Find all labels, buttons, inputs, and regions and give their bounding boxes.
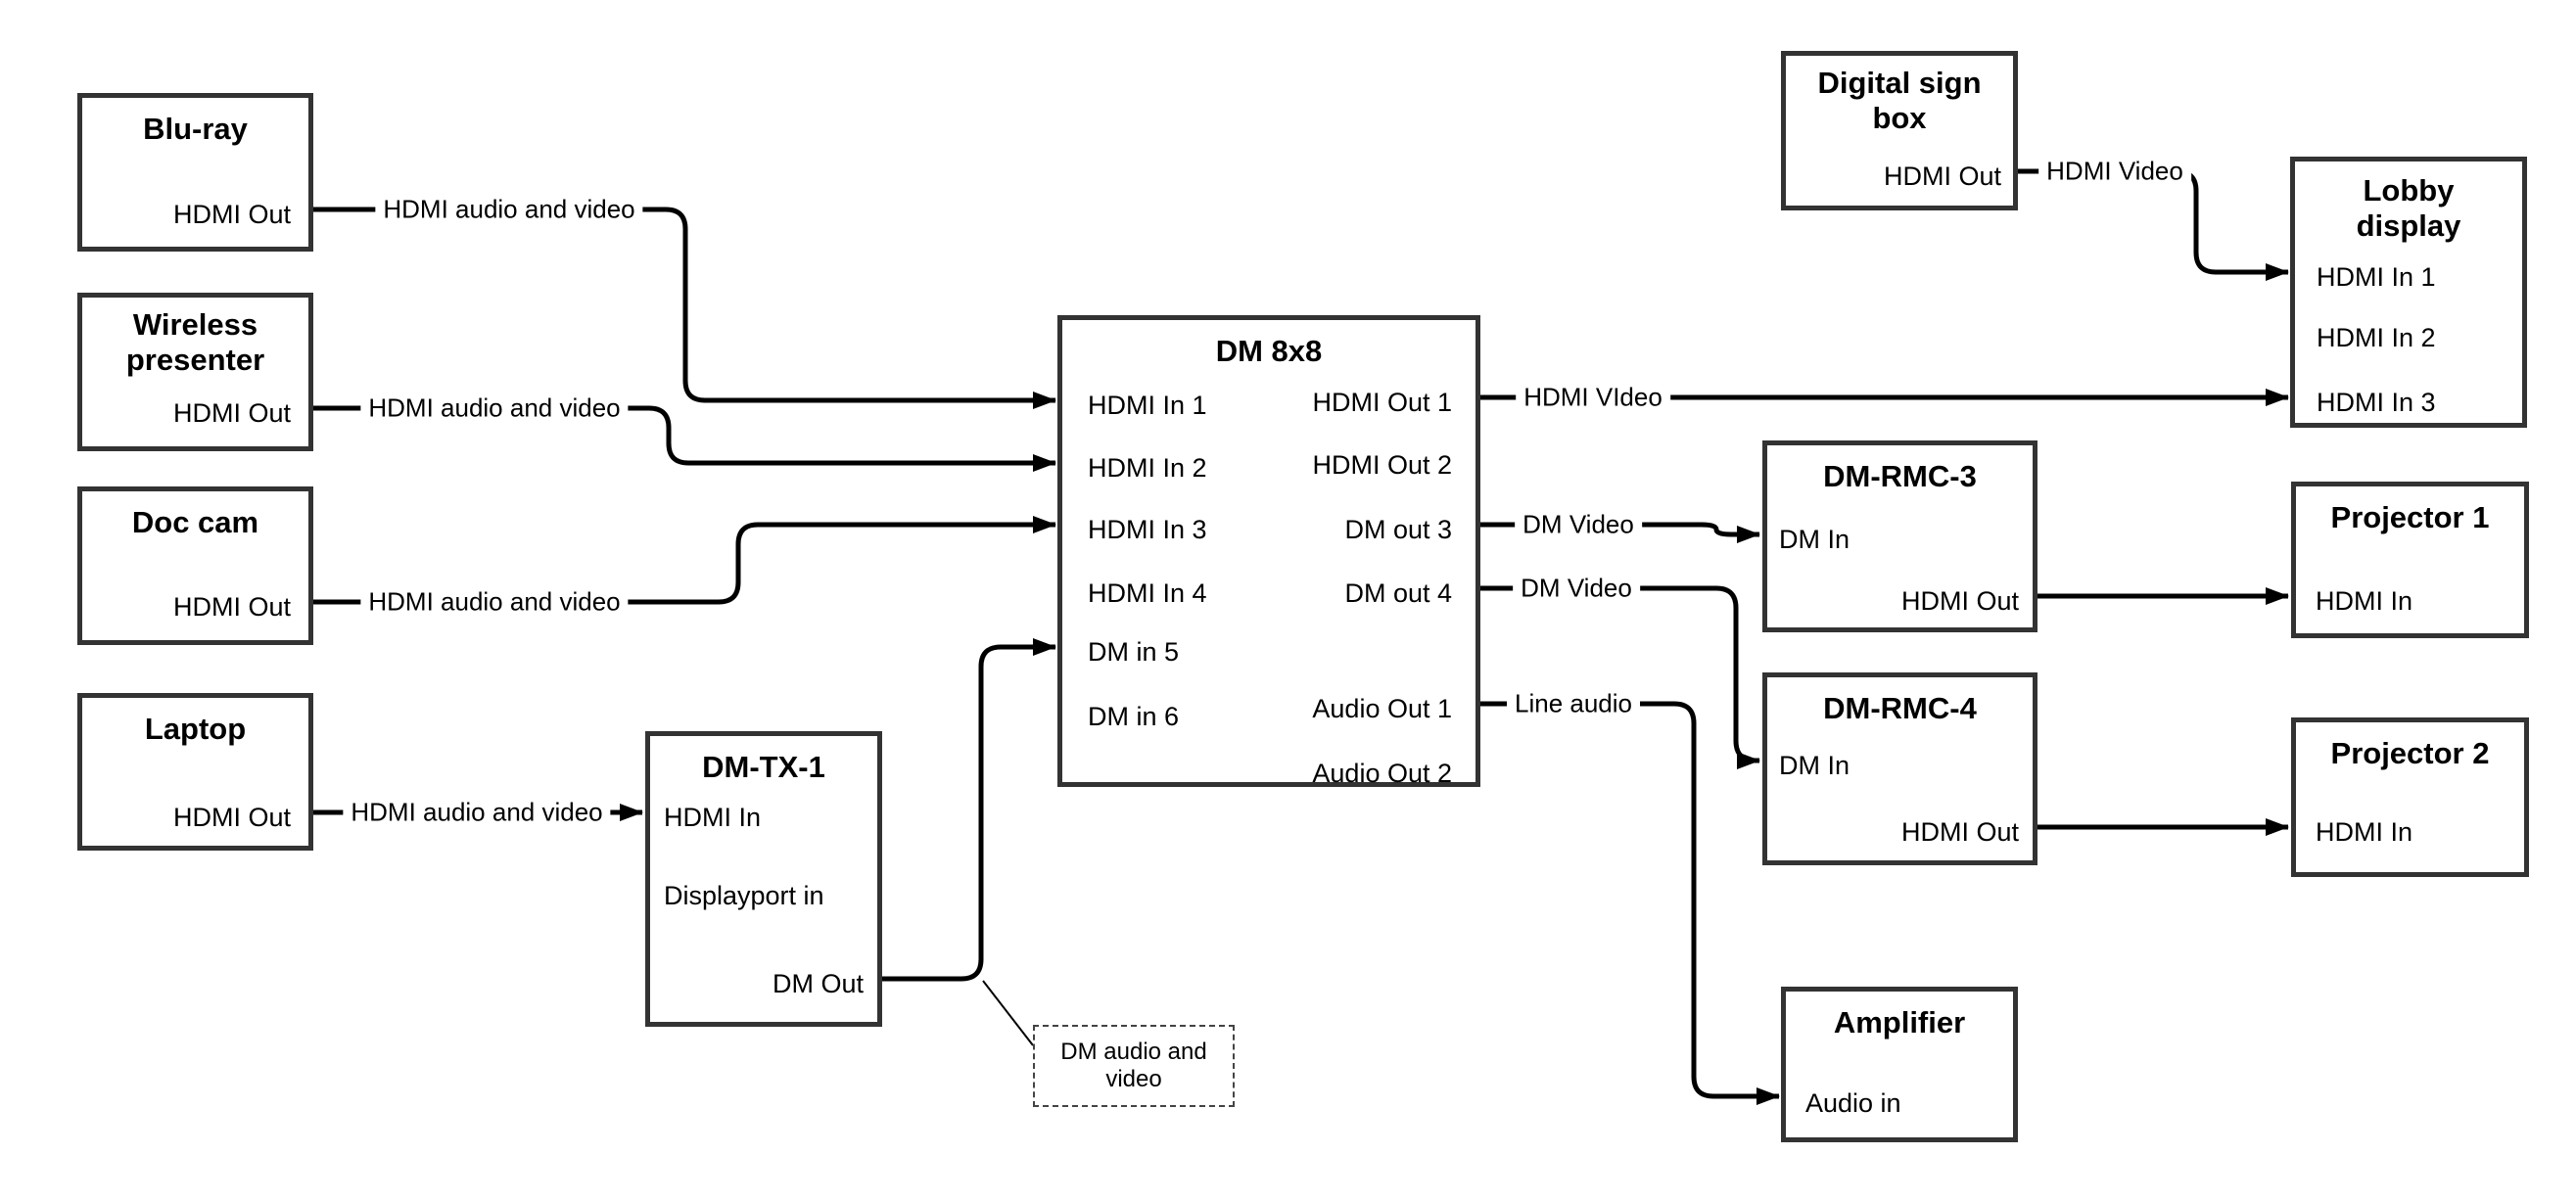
- port-dm8x8-hdmi-out-2: HDMI Out 2: [1312, 450, 1452, 480]
- node-dm-rmc-3: DM-RMC-3 DM In HDMI Out: [1762, 440, 2037, 632]
- port-doccam-hdmi-out: HDMI Out: [172, 592, 291, 622]
- port-dm8x8-dm-in-6: DM in 6: [1088, 702, 1180, 731]
- port-dm8x8-hdmi-in-1: HDMI In 1: [1088, 391, 1207, 420]
- node-title: Digital sign box: [1817, 66, 1982, 135]
- node-dm-8x8: DM 8x8 HDMI In 1 HDMI In 2 HDMI In 3 HDM…: [1057, 315, 1480, 788]
- wire-label-dm-video-out3: DM Video: [1515, 509, 1642, 540]
- port-proj1-hdmi-in: HDMI In: [2316, 586, 2413, 616]
- dm-av-note: DM audio and video: [1033, 1025, 1235, 1107]
- wire-label-dm-video-out4: DM Video: [1513, 573, 1640, 604]
- node-doc-cam: Doc cam HDMI Out: [77, 486, 313, 645]
- node-title: Wireless presenter: [125, 307, 265, 377]
- port-rmc4-dm-in: DM In: [1779, 751, 1850, 780]
- edge-bluray-to-dm8x8-in1: [313, 207, 1056, 409]
- port-lobby-hdmi-in-3: HDMI In 3: [2317, 388, 2436, 417]
- port-dm8x8-dm-out-4: DM out 4: [1344, 578, 1452, 608]
- port-wireless-hdmi-out: HDMI Out: [172, 398, 291, 428]
- port-lobby-hdmi-in-2: HDMI In 2: [2317, 323, 2436, 352]
- wire-label-line-audio: Line audio: [1507, 688, 1640, 719]
- node-bluray: Blu-ray HDMI Out: [77, 93, 313, 252]
- port-dm8x8-hdmi-out-1: HDMI Out 1: [1312, 388, 1452, 417]
- port-dm8x8-dm-in-5: DM in 5: [1088, 637, 1180, 667]
- port-lobby-hdmi-in-1: HDMI In 1: [2317, 262, 2436, 292]
- edge-dm8x8-audio1-to-amplifier: [1480, 701, 1780, 1105]
- node-title: Projector 1: [2330, 500, 2490, 534]
- port-rmc3-dm-in: DM In: [1779, 525, 1850, 554]
- wire-label-sign-hdmi-video: HDMI Video: [2038, 156, 2191, 187]
- node-title: Blu-ray: [143, 112, 248, 146]
- node-projector-2: Projector 2 HDMI In: [2291, 717, 2529, 877]
- port-dmtx1-displayport-in: Displayport in: [664, 881, 824, 910]
- port-dmtx1-hdmi-in: HDMI In: [664, 803, 762, 832]
- node-title: DM 8x8: [1215, 334, 1323, 368]
- node-title: DM-TX-1: [702, 750, 825, 784]
- node-title: DM-RMC-3: [1823, 459, 1977, 493]
- port-dm8x8-audio-out-2: Audio Out 2: [1312, 759, 1452, 788]
- edge-dmtx1-to-dm8x8-in5: [882, 638, 1056, 982]
- edge-dm8x8-out3-to-rmc3: [1480, 522, 1760, 543]
- port-dm8x8-hdmi-in-3: HDMI In 3: [1088, 515, 1207, 544]
- port-dm8x8-audio-out-1: Audio Out 1: [1312, 694, 1452, 723]
- edge-doccam-to-dm8x8-in3: [313, 516, 1056, 605]
- node-laptop: Laptop HDMI Out: [77, 693, 313, 851]
- wire-label-hdmi-video-out1: HDMI VIdeo: [1516, 382, 1670, 413]
- note-leader-line: [982, 980, 1034, 1046]
- node-amplifier: Amplifier Audio in: [1781, 987, 2018, 1142]
- wire-label-bluray: HDMI audio and video: [375, 194, 643, 225]
- wire-label-wireless: HDMI audio and video: [360, 393, 629, 424]
- port-rmc4-hdmi-out: HDMI Out: [1900, 817, 2019, 847]
- port-amp-audio-in: Audio in: [1805, 1088, 1901, 1118]
- port-proj2-hdmi-in: HDMI In: [2316, 817, 2413, 847]
- node-title: Laptop: [144, 712, 247, 746]
- port-dmtx1-dm-out: DM Out: [772, 969, 864, 998]
- node-title: Lobby display: [2356, 173, 2461, 243]
- node-title: Projector 2: [2330, 736, 2490, 770]
- port-sign-hdmi-out: HDMI Out: [1883, 162, 2001, 191]
- node-projector-1: Projector 1 HDMI In: [2291, 482, 2529, 638]
- port-rmc3-hdmi-out: HDMI Out: [1900, 586, 2019, 616]
- dm-av-note-text: DM audio and video: [1060, 1039, 1207, 1092]
- wire-label-laptop: HDMI audio and video: [343, 797, 611, 828]
- edge-dm8x8-out4-to-rmc4: [1480, 585, 1760, 769]
- node-dm-tx-1: DM-TX-1 HDMI In Displayport in DM Out: [645, 731, 882, 1027]
- port-dm8x8-hdmi-in-4: HDMI In 4: [1088, 578, 1207, 608]
- wire-label-doccam: HDMI audio and video: [360, 586, 629, 618]
- port-dm8x8-dm-out-3: DM out 3: [1344, 515, 1452, 544]
- node-title: Doc cam: [131, 505, 259, 539]
- port-laptop-hdmi-out: HDMI Out: [172, 803, 291, 832]
- node-title: DM-RMC-4: [1823, 691, 1977, 725]
- node-wireless-presenter: Wireless presenter HDMI Out: [77, 293, 313, 451]
- node-dm-rmc-4: DM-RMC-4 DM In HDMI Out: [1762, 672, 2037, 865]
- port-bluray-hdmi-out: HDMI Out: [172, 200, 291, 229]
- node-title: Amplifier: [1833, 1005, 1966, 1039]
- node-lobby-display: Lobby display HDMI In 1 HDMI In 2 HDMI I…: [2290, 157, 2527, 428]
- port-dm8x8-hdmi-in-2: HDMI In 2: [1088, 453, 1207, 483]
- edge-wireless-to-dm8x8-in2: [313, 405, 1056, 472]
- node-digital-sign-box: Digital sign box HDMI Out: [1781, 51, 2018, 210]
